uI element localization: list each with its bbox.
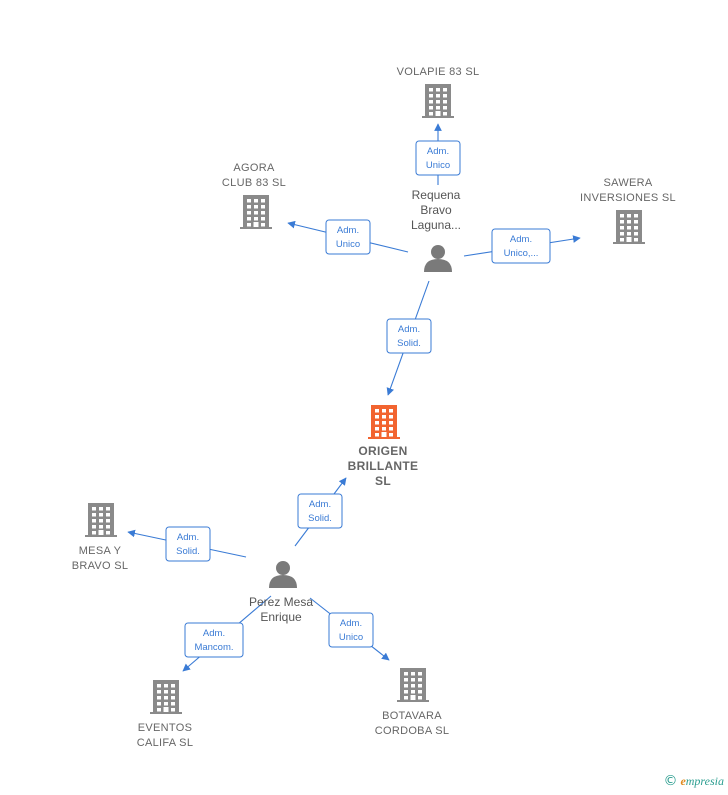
edge-perez-origen: Adm. Solid. [294,477,347,547]
node-sawera[interactable]: SAWERA INVERSIONES SL [580,177,676,244]
node-label-requena: Bravo [420,203,452,217]
building-icon [613,210,645,244]
node-label-perez: Perez Mesa [249,595,313,609]
edge-label-text: Adm. [203,628,225,639]
node-label-agora: CLUB 83 SL [222,177,286,189]
edge-label-box[interactable] [491,228,551,264]
edge-label-text: Solid. [397,338,421,349]
edge-label-box[interactable] [328,612,374,648]
node-label-origen: ORIGEN [358,444,407,458]
edge-label-text: Unico,... [504,248,539,259]
edge-requena-sawera: Adm. Unico,... [463,228,581,264]
node-label-requena: Laguna... [411,218,461,232]
edge-label-text: Mancom. [194,642,233,653]
building-icon [397,668,429,702]
edge-label-text: Solid. [176,546,200,557]
node-label-volapie: VOLAPIE 83 SL [397,66,480,78]
node-label-sawera: INVERSIONES SL [580,192,676,204]
node-label-mesa: MESA Y [79,545,122,557]
edge-perez-botavara: Adm. Unico [309,597,390,661]
edge-label-box[interactable] [325,219,371,255]
node-mesa[interactable]: MESA Y BRAVO SL [72,503,129,572]
edge-label-text: Adm. [510,234,532,245]
brand-initial: e [680,774,686,788]
edge-label-box[interactable] [415,140,461,176]
node-label-eventos: EVENTOS [138,722,192,734]
watermark: ©empresia [663,773,724,789]
building-icon [85,503,117,537]
building-icon [368,405,400,439]
edge-label-text: Adm. [337,225,359,236]
edge-label-box[interactable] [184,622,244,658]
brand-name: mpresia [685,774,724,788]
node-eventos[interactable]: EVENTOS CALIFA SL [137,680,194,749]
node-label-agora: AGORA [233,162,275,174]
edge-label-text: Unico [336,239,360,250]
edge-label-text: Adm. [177,532,199,543]
node-label-requena: Requena [412,188,461,202]
edge-label-text: Adm. [309,499,331,510]
edge-requena-volapie: Adm. Unico [415,123,461,185]
node-label-origen: BRILLANTE [348,459,419,473]
edge-label-text: Adm. [340,618,362,629]
person-icon [269,561,297,588]
node-agora[interactable]: AGORA CLUB 83 SL [222,162,286,229]
copyright-icon: © [663,773,678,789]
building-icon [422,84,454,118]
nodes-layer: VOLAPIE 83 SL AGORA CLUB 83 SL SAWERA INVERS… [72,66,676,749]
edge-label-text: Unico [426,160,450,171]
node-requena[interactable]: RequenaBravoLaguna... [411,188,461,272]
person-icon [424,245,452,272]
edge-requena-origen: Adm. Solid. [386,280,432,396]
node-label-perez: Enrique [260,610,302,624]
edge-label-text: Adm. [398,324,420,335]
edge-perez-eventos: Adm. Mancom. [182,595,272,672]
node-label-sawera: SAWERA [603,177,652,189]
edge-label-text: Adm. [427,146,449,157]
node-volapie[interactable]: VOLAPIE 83 SL [397,66,480,118]
edge-label-box[interactable] [165,526,211,562]
node-label-botavara: BOTAVARA [382,710,442,722]
building-icon [150,680,182,714]
edge-perez-mesa: Adm. Solid. [127,526,247,562]
edge-label-text: Unico [339,632,363,643]
node-label-botavara: CORDOBA SL [375,725,450,737]
building-icon [240,195,272,229]
edge-requena-agora: Adm. Unico [287,219,409,255]
node-label-eventos: CALIFA SL [137,737,194,749]
node-label-origen: SL [375,474,391,488]
node-label-mesa: BRAVO SL [72,560,129,572]
node-botavara[interactable]: BOTAVARA CORDOBA SL [375,668,450,737]
edge-label-text: Solid. [308,513,332,524]
edge-label-box[interactable] [386,318,432,354]
edge-label-box[interactable] [297,493,343,529]
